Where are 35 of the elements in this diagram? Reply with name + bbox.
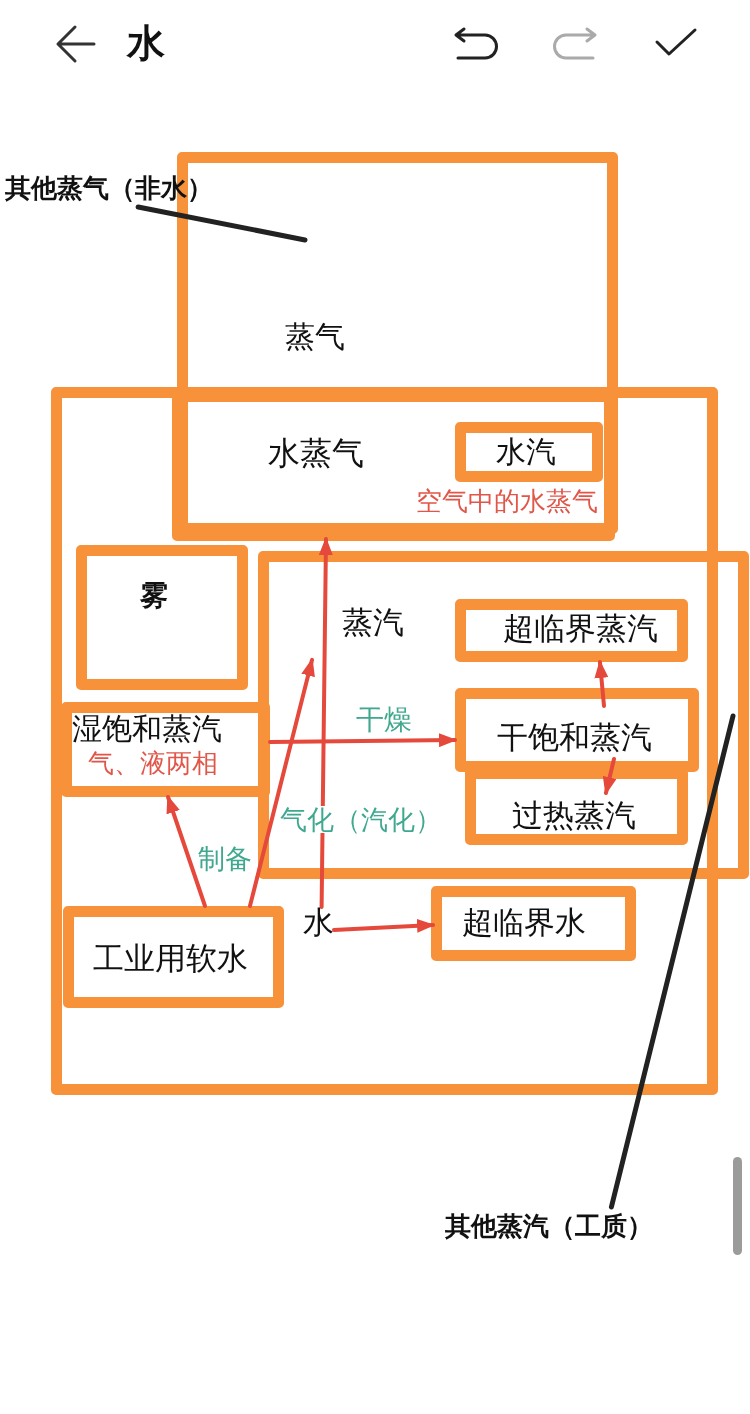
edge-label: 干燥 [354,706,414,734]
box-label: 工业用软水 [93,943,248,974]
arrow [602,757,617,796]
note-text: 气、液两相 [88,750,218,776]
callout-label: 水 [303,907,334,938]
edge-label: 制备 [196,845,254,872]
arrow [268,733,457,748]
box-frame [51,387,718,1095]
arrow [318,537,333,909]
box-label: 水蒸气 [268,437,364,469]
box-label: 蒸汽 [342,607,404,638]
concept-box [455,688,699,772]
box-label: 水汽 [496,437,556,467]
note-text: 空气中的水蒸气 [416,488,598,514]
arrow [247,657,315,908]
concept-box [61,702,270,797]
concept-box [431,886,636,961]
concept-box [258,551,749,879]
concept-box [455,599,688,662]
concept-box [76,545,248,690]
callout-label: 其他蒸汽（工质） [445,1213,653,1239]
box-label: 过热蒸汽 [512,800,636,831]
box-label: 蒸气 [285,322,345,352]
box-label: 雾 [140,582,168,610]
leader-line [608,713,736,1210]
arrow [332,918,436,933]
title-text: 水 [127,24,165,62]
box-label: 超临界水 [462,907,586,938]
leader-line [135,204,308,243]
arrow [166,795,207,908]
concept-box [63,906,284,1008]
box-label: 湿饱和蒸汽 [72,714,222,744]
arrow [594,660,609,708]
box-label: 干饱和蒸汽 [497,722,652,753]
box-label: 超临界蒸汽 [503,613,658,644]
